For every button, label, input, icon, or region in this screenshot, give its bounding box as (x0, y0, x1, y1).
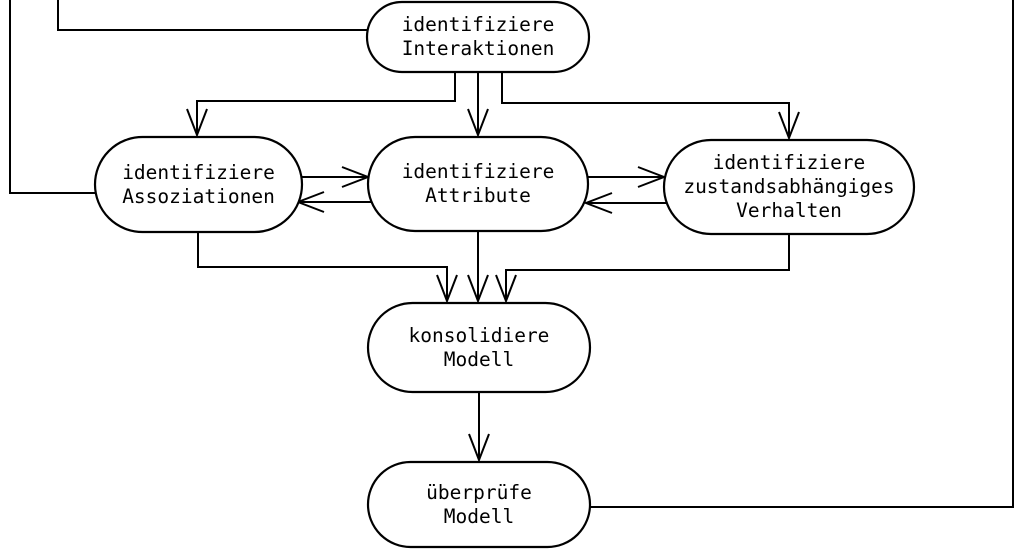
arrowhead-into-ueberpruefe-top (468, 433, 490, 463)
edges-layer (9, 0, 1014, 508)
node-shape-konsolidiere (366, 301, 592, 394)
node-shape-attribute (366, 135, 590, 233)
arrowhead-into-konsolidiere-right (495, 274, 517, 304)
edge-offscreen-to-assoziationen (9, 0, 110, 194)
edge-ueberpruefe-to-offscreen (583, 0, 1014, 508)
arrowhead-into-assoziationen-top (186, 108, 208, 138)
node-shape-interaktionen (365, 0, 591, 74)
edge-assoziationen-to-konsolidiere (197, 225, 448, 301)
arrowhead-into-konsolidiere-middle (467, 274, 489, 304)
node-shape-assoziationen (93, 135, 304, 234)
arrowhead-into-zustandsverhalten-top (778, 111, 800, 141)
edge-interaktionen-to-assoziationen (196, 65, 456, 135)
arrowhead-into-attribute-top (467, 108, 489, 138)
node-shape-ueberpruefe (366, 460, 592, 549)
edge-offscreen-to-interaktionen (57, 0, 380, 31)
nodes-layer (93, 0, 916, 549)
node-shape-zustandsverhalten (662, 138, 916, 236)
edge-interaktionen-to-zustandsverhalten (501, 65, 790, 138)
edge-zustandsverhalten-to-konsolidiere (505, 228, 790, 301)
arrowhead-into-attribute-right (583, 192, 613, 214)
arrowhead-into-konsolidiere-left (436, 274, 458, 304)
